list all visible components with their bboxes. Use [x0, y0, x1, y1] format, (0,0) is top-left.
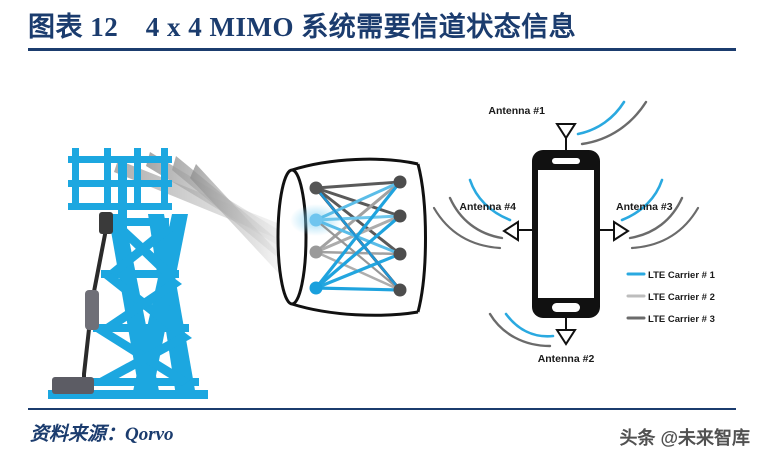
header-divider — [28, 48, 736, 51]
legend-item-3: LTE Carrier # 3 — [626, 314, 715, 325]
legend-item-1: LTE Carrier # 1 — [626, 270, 716, 281]
cell-tower — [48, 148, 208, 399]
legend-item-2: LTE Carrier # 2 — [626, 292, 715, 303]
antenna-2-label: Antenna #2 — [538, 353, 595, 365]
cylinder-left-nodes — [309, 181, 323, 295]
legend: LTE Carrier # 1 LTE Carrier # 2 LTE Carr… — [626, 270, 716, 325]
antenna-1 — [555, 100, 648, 150]
antenna-3-label: Antenna #3 — [616, 201, 673, 213]
antenna-4-label: Antenna #4 — [459, 201, 516, 213]
watermark: 头条 @未来智库 — [619, 428, 750, 448]
page-title: 图表 12 4 x 4 MIMO 系统需要信道状态信息 — [28, 12, 577, 42]
tower-cable — [52, 212, 113, 394]
footer-divider — [28, 408, 736, 410]
channel-matrix-cylinder — [276, 157, 427, 317]
antenna-2 — [488, 312, 577, 348]
antenna-4 — [432, 178, 532, 250]
source-note: 资料来源：Qorvo — [30, 424, 174, 445]
legend-item-3-label: LTE Carrier # 3 — [648, 314, 715, 325]
antenna-3 — [600, 178, 700, 250]
mimo-diagram: Antenna #1 Antenna #2 Antenna #3 — [0, 52, 764, 406]
cylinder-right-nodes — [393, 175, 407, 297]
smartphone — [532, 150, 600, 318]
antenna-1-label: Antenna #1 — [488, 105, 545, 117]
legend-item-1-label: LTE Carrier # 1 — [648, 270, 716, 281]
legend-item-2-label: LTE Carrier # 2 — [648, 292, 715, 303]
